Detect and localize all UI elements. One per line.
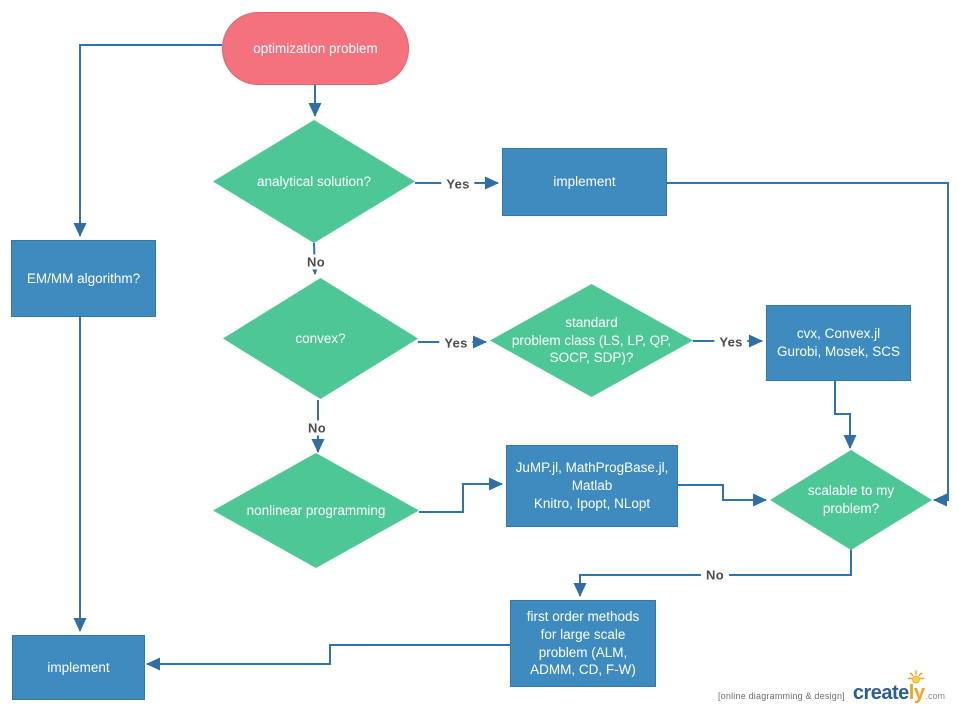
watermark-tagline: [online diagramming & design] — [717, 691, 845, 701]
creately-logo-domain: .com — [925, 691, 945, 701]
node-label: cvx, Convex.jl Gurobi, Mosek, SCS — [776, 326, 901, 359]
node-label: EM/MM algorithm? — [26, 270, 141, 286]
node-label: optimization problem — [253, 40, 378, 56]
creately-logo-text-blue: create — [852, 682, 909, 704]
edge-start-to-emmm — [73, 44, 222, 237]
edge-label-yes-standard: Yes — [714, 334, 748, 350]
edge-cvx-to-scalable — [834, 380, 857, 449]
edge-label-no-scalable: No — [701, 567, 729, 583]
edge-firstorder-to-implement — [146, 644, 510, 671]
creately-logo-text-orange: ly — [908, 682, 925, 704]
node-analytical-solution: analytical solution? — [213, 120, 415, 243]
node-label: convex? — [295, 330, 346, 346]
creately-watermark: [online diagramming & design] creately.c… — [717, 670, 945, 704]
node-implement-top: implement — [502, 148, 667, 216]
edge-label-yes-convex: Yes — [439, 335, 473, 351]
edge-label-no-analytical: No — [302, 254, 330, 270]
node-convex: convex? — [223, 278, 418, 399]
node-optimization-problem: optimization problem — [222, 12, 409, 85]
node-standard-problem-class: standard problem class (LS, LP, QP, SOCP… — [490, 284, 693, 397]
node-label: scalable to my problem? — [807, 483, 895, 516]
node-label: nonlinear programming — [246, 502, 386, 518]
node-nonlinear-programming: nonlinear programming — [213, 453, 419, 568]
node-cvx-tools: cvx, Convex.jl Gurobi, Mosek, SCS — [766, 305, 911, 381]
node-label: JuMP.jl, MathProgBase.jl, Matlab Knitro,… — [515, 460, 669, 511]
creately-logo: creately.com — [852, 670, 945, 704]
node-scalable: scalable to my problem? — [770, 450, 932, 550]
node-label: implement — [47, 659, 110, 675]
edge-jump-to-scalable — [676, 484, 767, 507]
node-first-order-methods: first order methods for large scale prob… — [510, 600, 656, 687]
node-label: standard problem class (LS, LP, QP, SOCP… — [511, 314, 672, 366]
node-implement-bottom: implement — [12, 635, 145, 700]
creately-bulb-icon — [907, 670, 925, 684]
edge-label-no-convex: No — [303, 420, 331, 436]
node-label: first order methods for large scale prob… — [526, 608, 640, 678]
node-jump-tools: JuMP.jl, MathProgBase.jl, Matlab Knitro,… — [506, 445, 678, 527]
edge-label-yes-analytical: Yes — [441, 176, 475, 192]
node-label: analytical solution? — [256, 173, 372, 189]
edge-implement-to-scalable — [665, 182, 949, 507]
node-em-mm-algorithm: EM/MM algorithm? — [11, 240, 156, 317]
edge-nonlinear-to-jump — [419, 477, 503, 513]
node-label: implement — [553, 174, 616, 190]
